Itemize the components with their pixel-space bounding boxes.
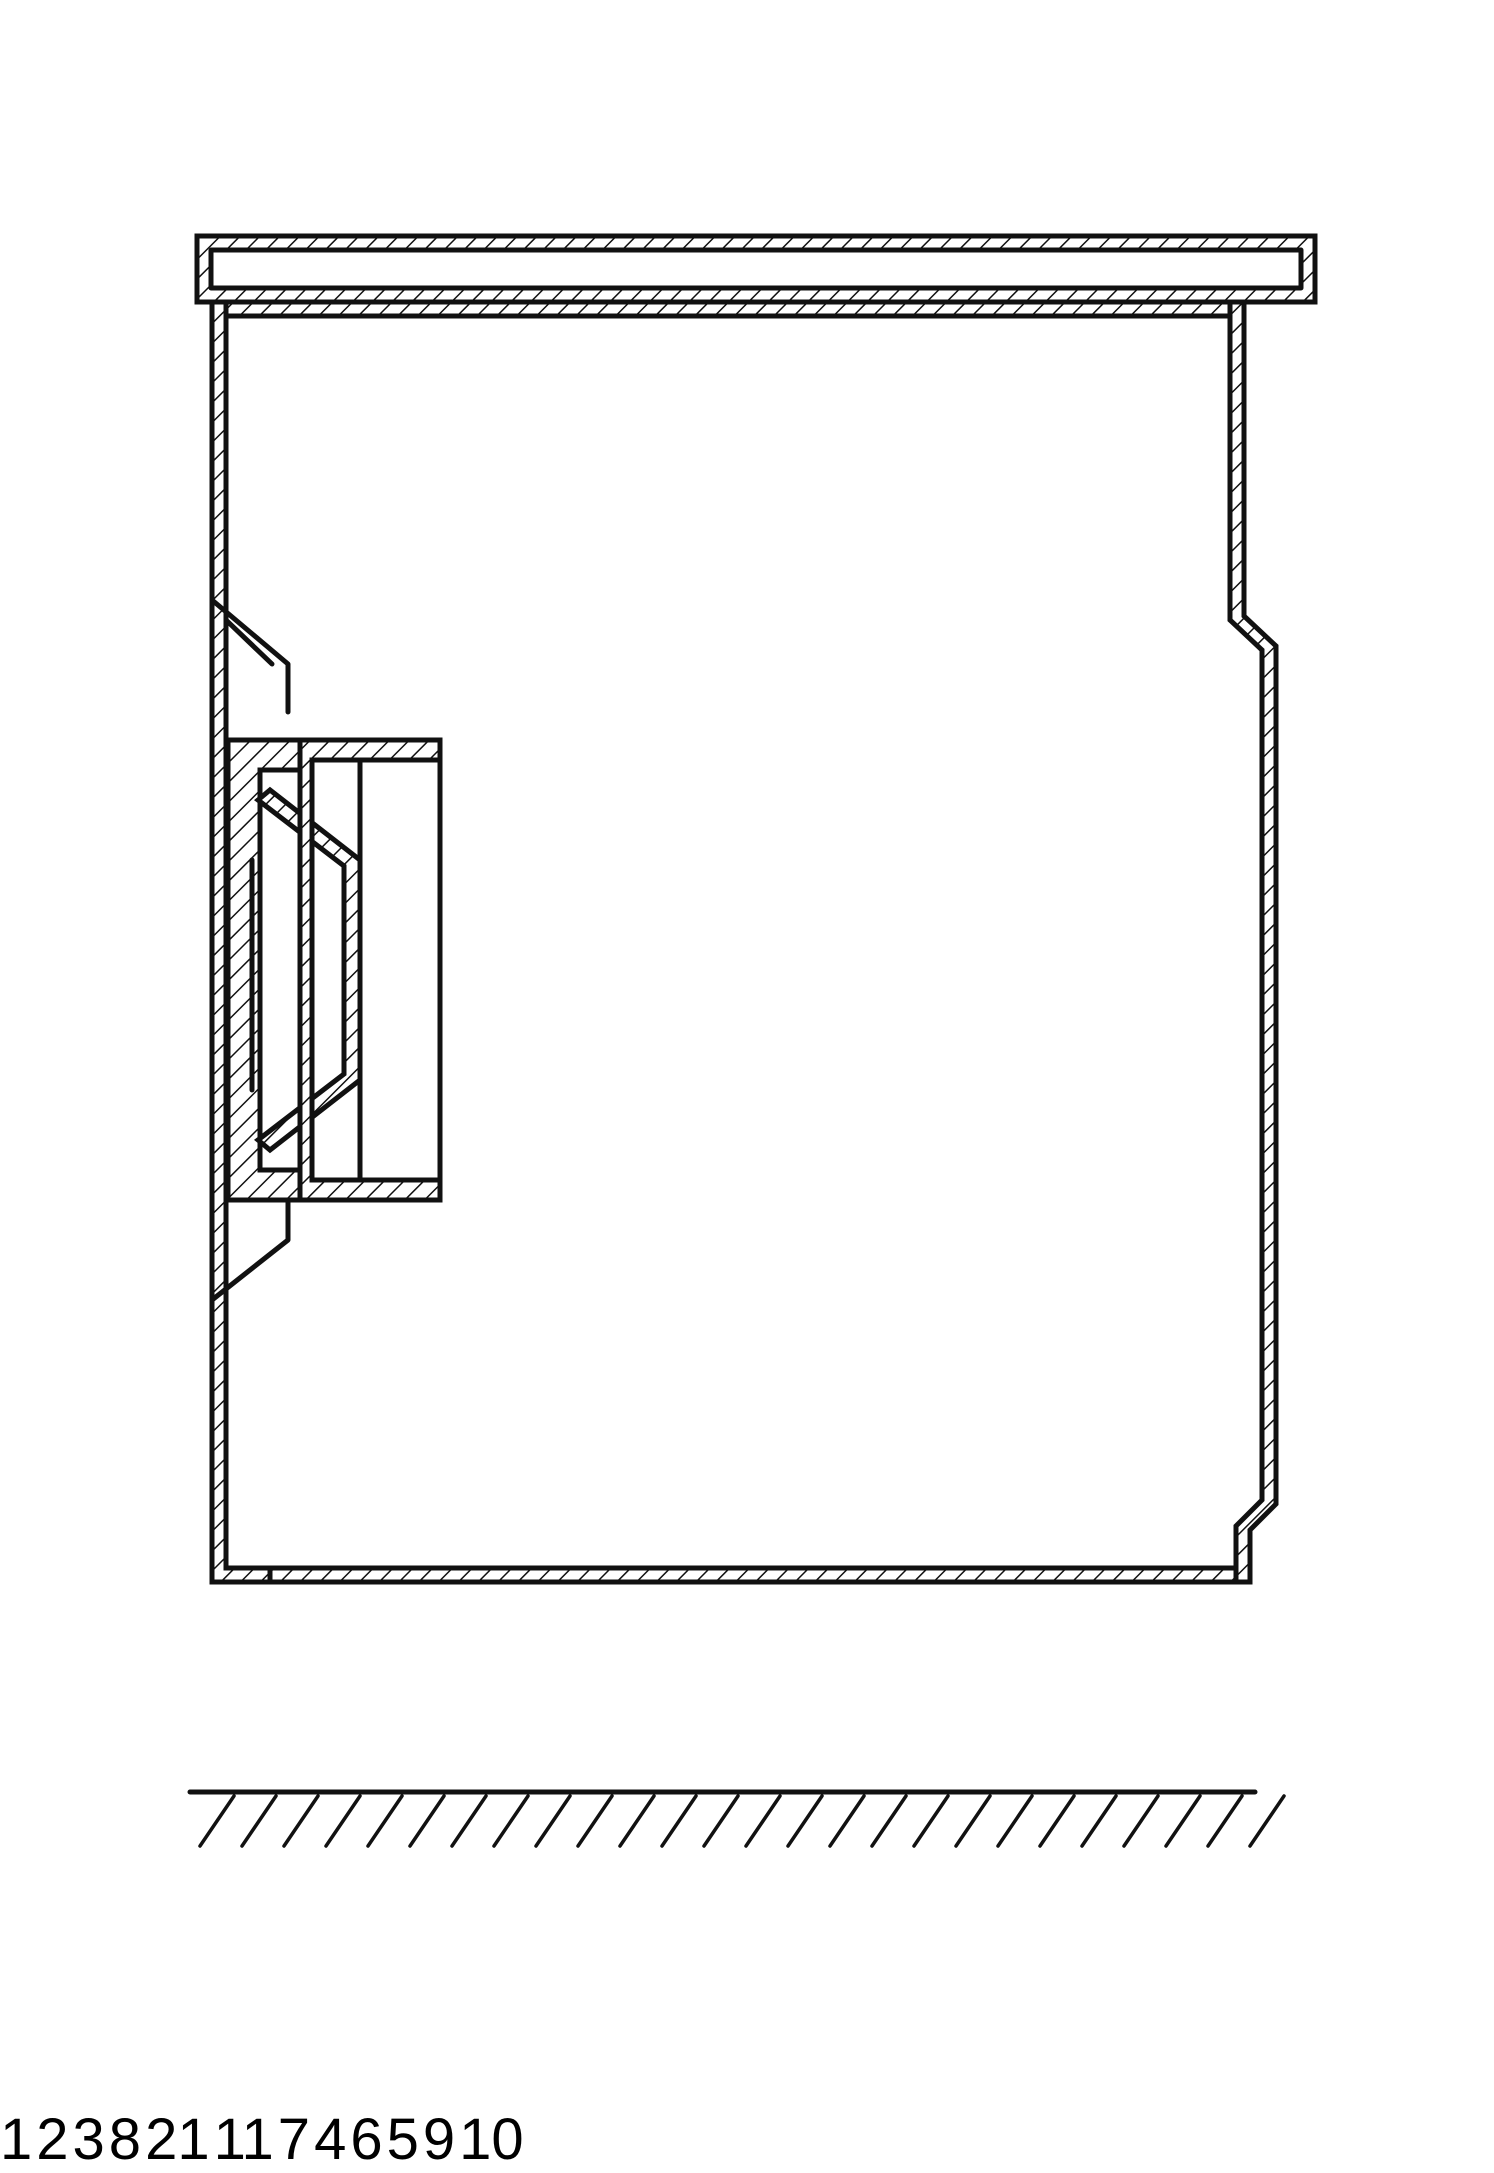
label-6: 6 bbox=[350, 2107, 383, 2172]
label-3: 3 bbox=[72, 2107, 105, 2172]
label-9: 9 bbox=[422, 2107, 456, 2172]
label-7: 7 bbox=[277, 2107, 311, 2172]
label-4: 4 bbox=[314, 2107, 347, 2172]
label-10: 10 bbox=[459, 2107, 524, 2172]
washer-dryer-cross-section bbox=[187, 233, 1318, 1848]
diagram-stage bbox=[187, 233, 1318, 1848]
part-labels: 1 2 3 8 21 11 7 4 6 5 9 10 bbox=[0, 2107, 524, 2172]
door bbox=[209, 597, 443, 1303]
label-2: 2 bbox=[36, 2107, 69, 2172]
label-5: 5 bbox=[386, 2107, 419, 2172]
label-21: 21 bbox=[145, 2107, 210, 2172]
ground bbox=[187, 1789, 1286, 1848]
label-8: 8 bbox=[108, 2107, 142, 2172]
label-11: 11 bbox=[213, 2107, 274, 2172]
label-1: 1 bbox=[0, 2107, 33, 2172]
